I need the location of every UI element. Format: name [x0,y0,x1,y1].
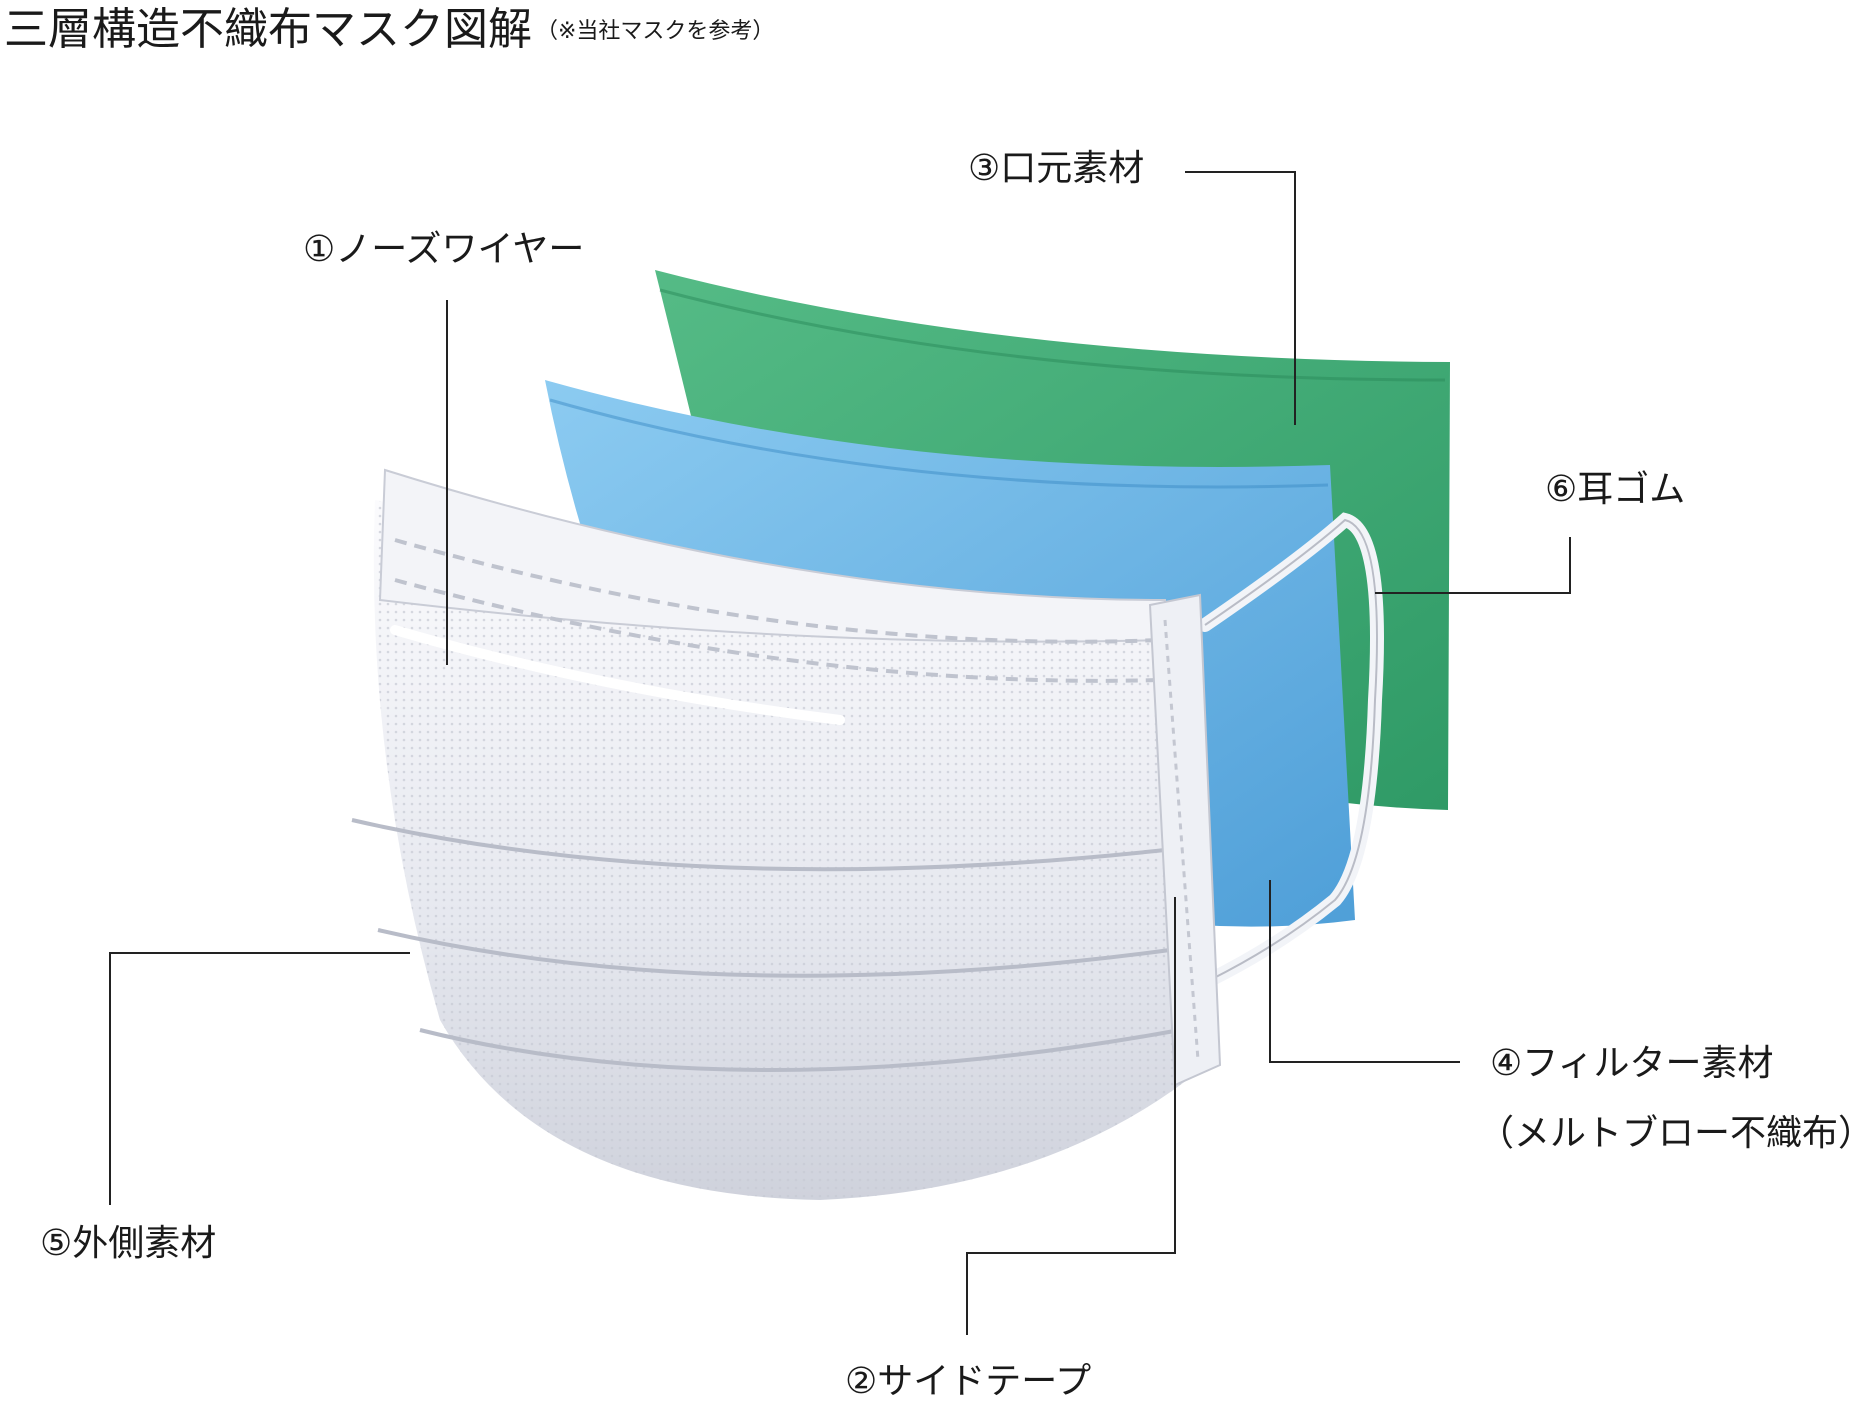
outer-material-layer [351,468,1201,1200]
label-mouth-material: ③口元素材 [968,148,1145,189]
label-side-tape: ②サイドテープ [845,1361,1092,1402]
title-note: （※当社マスクを参考） [536,19,775,44]
leader-filter-material [1269,880,1460,1063]
title-main: 三層構造不織布マスク図解 [4,4,532,55]
label-filter-material: ④フィルター素材 [1490,1043,1774,1084]
label-ear-loop: ⑥耳ゴム [1545,469,1686,510]
label-filter-material-sub: （メルトブロー不織布） [1478,1113,1875,1154]
label-nose-wire: ①ノーズワイヤー [303,229,585,270]
leader-outer-material [109,952,410,1205]
leader-mouth-material [1185,171,1296,425]
leader-ear-loop [1375,537,1571,594]
nose-wire [390,625,845,725]
leader-side-tape [966,897,1176,1335]
page-title: 三層構造不織布マスク図解（※当社マスクを参考） [4,2,774,60]
label-outer-material: ⑤外側素材 [40,1223,217,1264]
side-tape [1148,593,1222,1087]
